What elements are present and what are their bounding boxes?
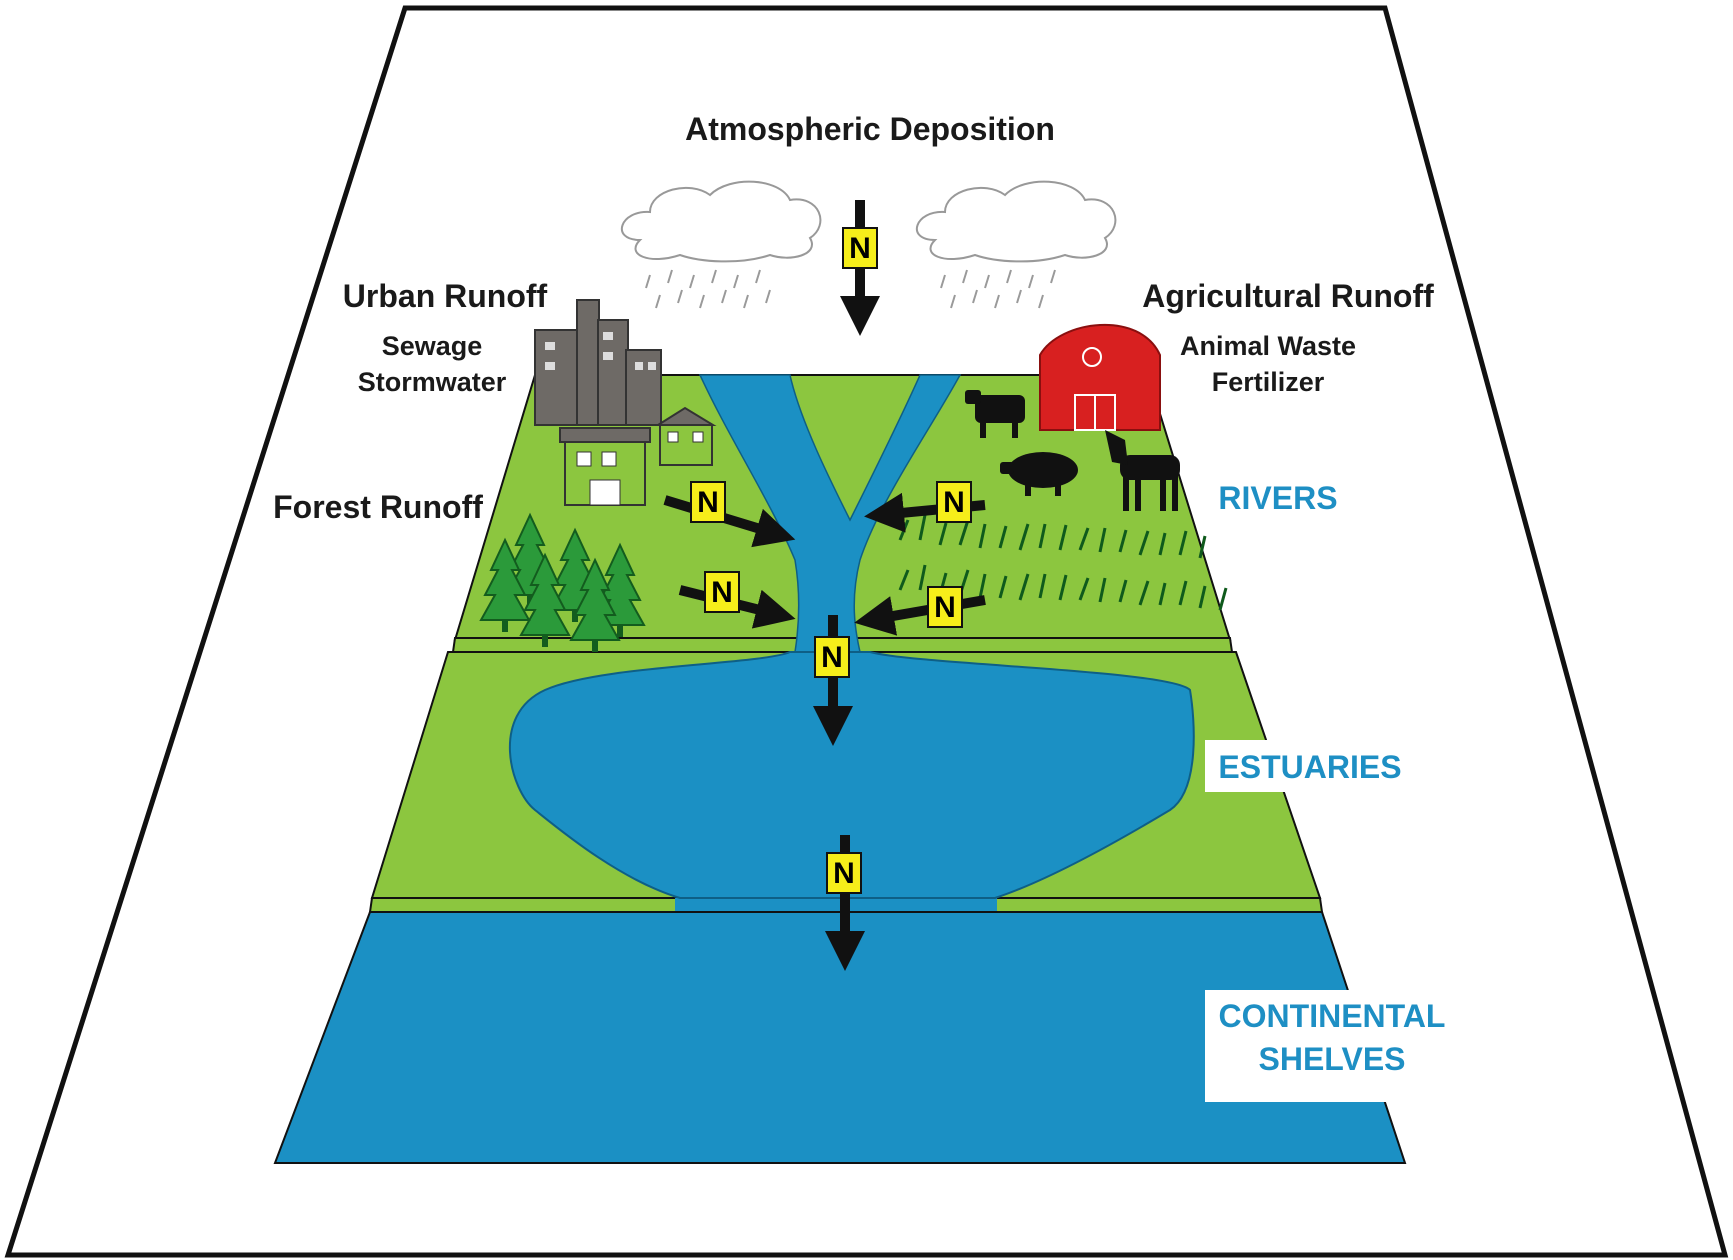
house-icon	[654, 406, 717, 466]
nitrogen-badge: N	[814, 636, 850, 678]
sewage-label: Sewage	[382, 331, 483, 361]
nitrogen-badge: N	[704, 571, 740, 613]
svg-text:N: N	[943, 486, 965, 519]
svg-text:N: N	[934, 591, 956, 624]
animal-waste-label: Animal Waste	[1180, 331, 1356, 361]
shelves-label: SHELVES	[1259, 1041, 1406, 1077]
estuaries-label: ESTUARIES	[1218, 749, 1401, 785]
cow-icon	[965, 390, 1025, 438]
continental-shelf-panel	[273, 911, 1407, 1164]
svg-text:N: N	[833, 857, 855, 890]
svg-text:N: N	[697, 486, 719, 519]
continental-label: CONTINENTAL	[1219, 998, 1446, 1034]
svg-text:N: N	[849, 232, 871, 265]
estuary-outlet	[675, 898, 997, 912]
agricultural-runoff-label: Agricultural Runoff	[1142, 278, 1434, 314]
horse-icon	[1105, 430, 1180, 511]
nitrogen-badge: N	[690, 481, 726, 523]
svg-text:N: N	[711, 576, 733, 609]
nitrogen-badge: N	[927, 586, 963, 628]
continental-shelves-label-bg	[1205, 990, 1460, 1102]
factory-icon	[534, 299, 662, 426]
svg-text:N: N	[821, 641, 843, 674]
forest-runoff-label: Forest Runoff	[273, 489, 483, 525]
nitrogen-badge: N	[936, 481, 972, 523]
rivers-label-bg	[1205, 472, 1355, 522]
estuaries-label-bg	[1205, 740, 1415, 792]
cloud-right	[915, 180, 1117, 309]
fertilizer-label: Fertilizer	[1212, 367, 1325, 397]
rivers-label: RIVERS	[1218, 480, 1337, 516]
nitrogen-badge: N	[842, 227, 878, 269]
urban-runoff-label: Urban Runoff	[343, 278, 548, 314]
barn-icon	[1039, 324, 1161, 431]
stormwater-label: Stormwater	[358, 367, 507, 397]
atmospheric-deposition-label: Atmospheric Deposition	[685, 111, 1055, 147]
nitrogen-badge: N	[826, 852, 862, 894]
estuary	[509, 651, 1195, 899]
cloud-left	[620, 180, 822, 309]
house-icon	[559, 427, 651, 506]
pig-icon	[1000, 452, 1078, 496]
